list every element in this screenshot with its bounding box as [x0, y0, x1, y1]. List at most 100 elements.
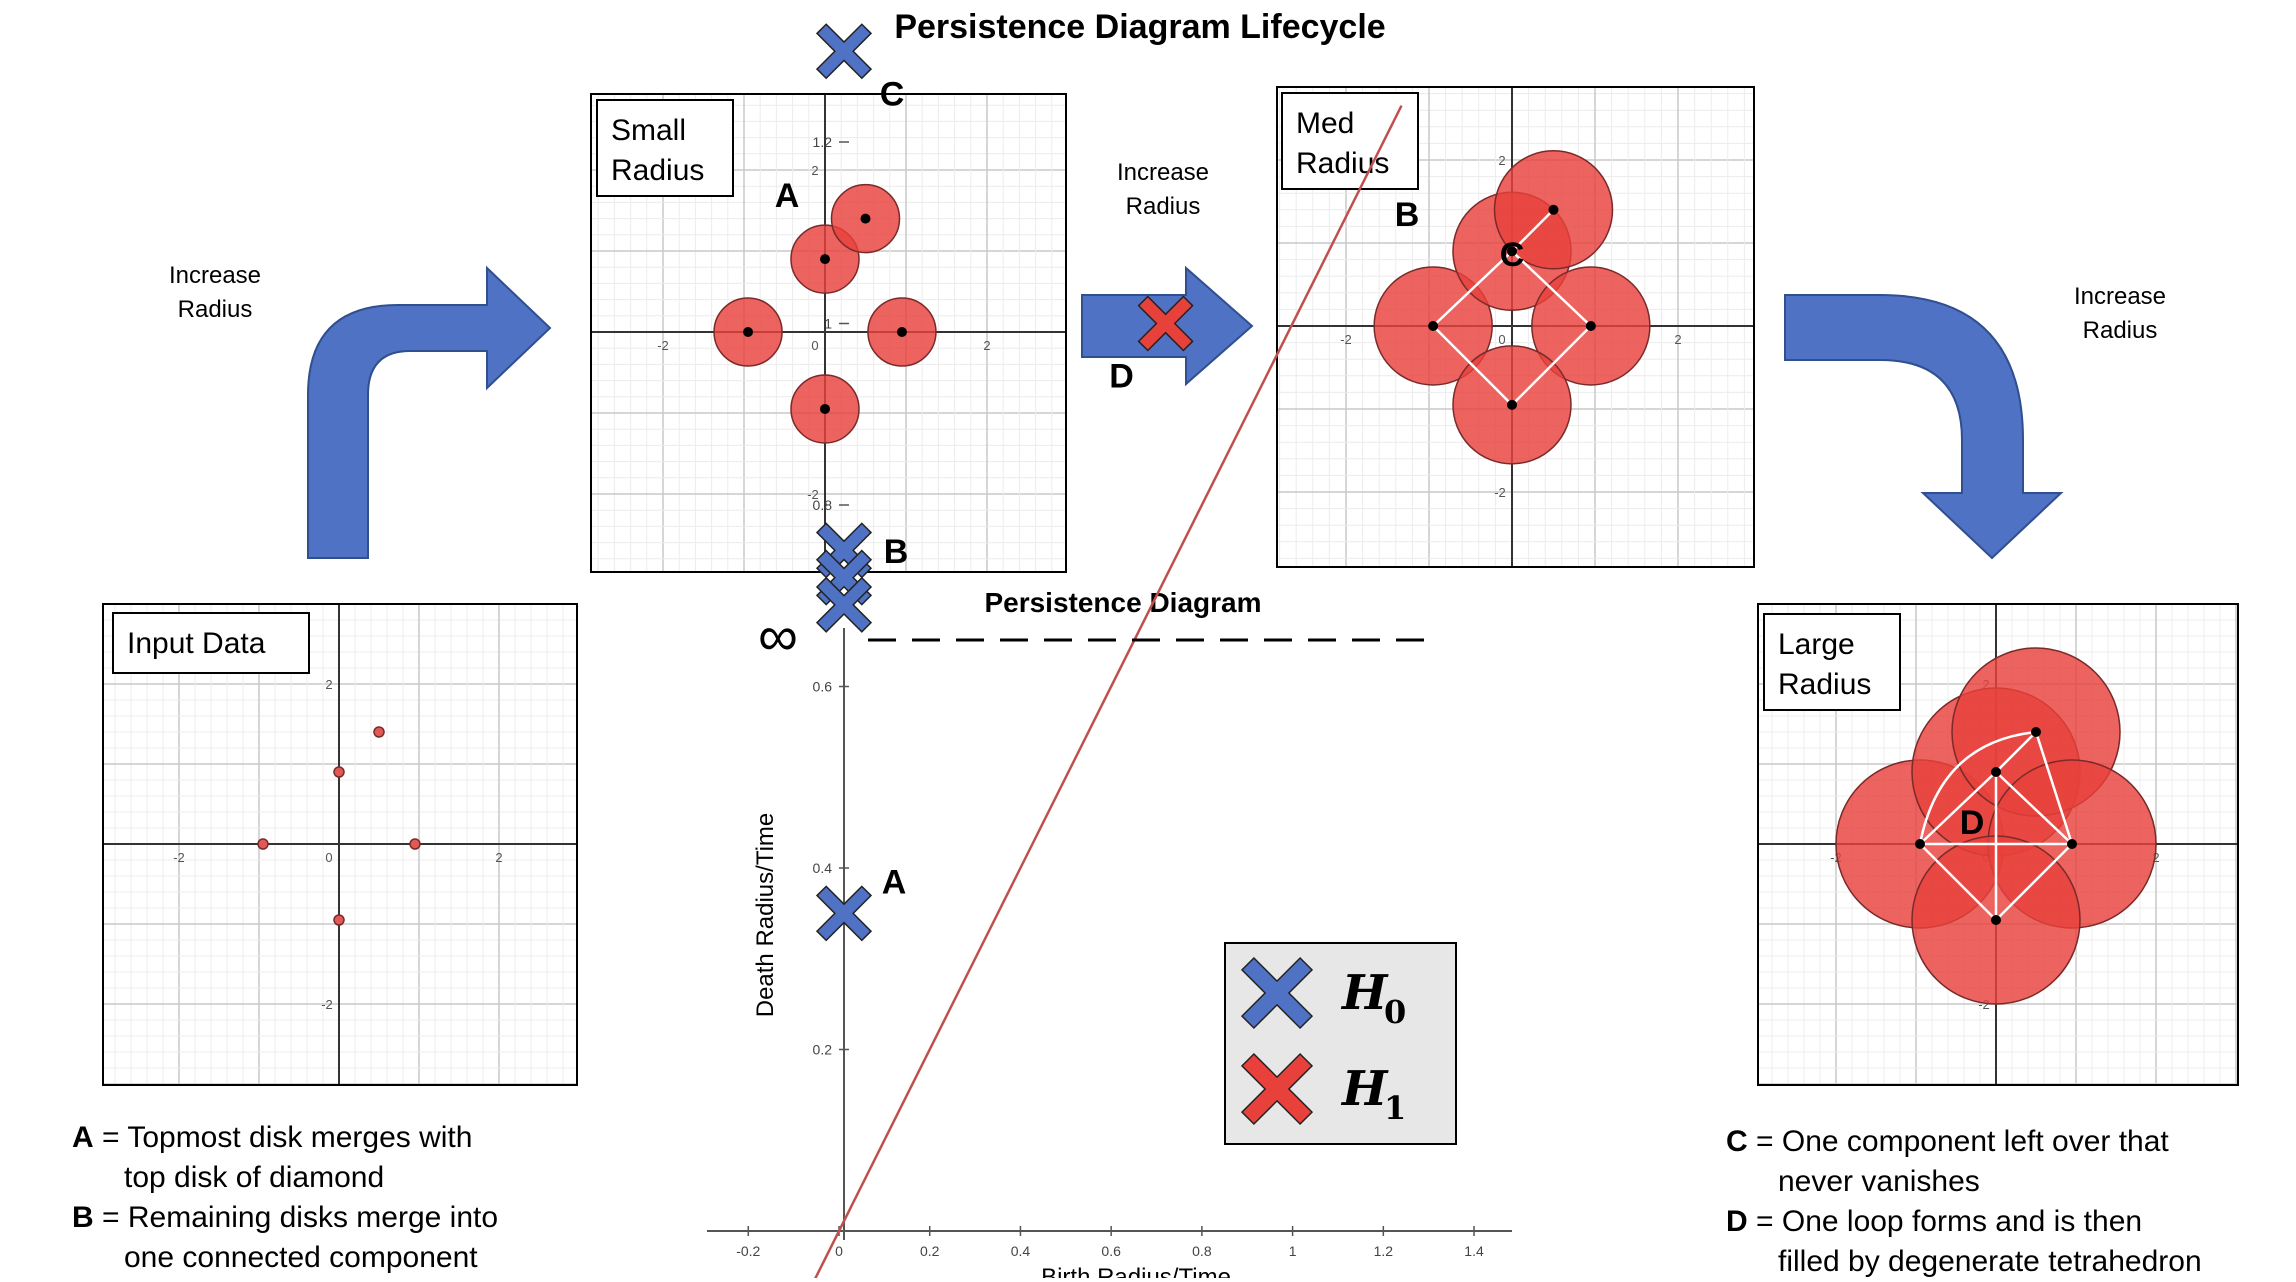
tick-label: 2 [1498, 153, 1505, 168]
simplex-edge [1432, 325, 1513, 406]
panel-border [102, 603, 578, 1086]
data-point [2031, 727, 2041, 737]
legend-label: H [1340, 1061, 1389, 1117]
legend-marker-0 [1240, 956, 1314, 1030]
panel-border [1276, 86, 1755, 568]
tick-label: 0 [811, 338, 818, 353]
pd-x-tick-label: 0 [835, 1243, 843, 1259]
data-point [1428, 321, 1439, 331]
panel-label: Radius [1296, 147, 1389, 180]
tick-label: -2 [1340, 332, 1352, 347]
panel-label: Radius [1778, 668, 1871, 701]
tick-label: 2 [983, 338, 990, 353]
tick-label: -2 [173, 850, 185, 865]
pd-point-h0 [815, 576, 873, 633]
data-point [1991, 915, 2001, 925]
caption-c-text-2: never vanishes [1778, 1165, 1980, 1198]
simplex-edge [1432, 250, 1513, 327]
tick-label: -2 [1978, 997, 1990, 1012]
tick-label: 0 [325, 850, 332, 865]
panel-label: Large [1778, 628, 1855, 661]
caption-left: A = Topmost disk merges with top disk of… [72, 1118, 498, 1278]
simplex-edge [1919, 843, 1997, 921]
simplex-edge [1511, 208, 1555, 253]
simplex-edge [1995, 843, 2073, 921]
tick-label: 2 [811, 163, 818, 178]
data-point [1507, 246, 1517, 257]
svg-text:Increase: Increase [169, 262, 261, 289]
panel-label-box [596, 99, 734, 197]
svg-text:Increase: Increase [1117, 159, 1209, 186]
data-point [1915, 839, 1925, 849]
legend-marker-1 [1240, 1052, 1314, 1126]
pd-point-h1 [1137, 295, 1194, 352]
panel-border [1757, 603, 2239, 1086]
caption-d-key: D [1726, 1205, 1748, 1238]
marker-c: C [1500, 236, 1525, 274]
data-point [896, 327, 907, 337]
caption-right: C = One component left over that never v… [1726, 1122, 2202, 1282]
simplex-edge [1511, 325, 1592, 406]
pd-y-tick-label: 1.2 [813, 134, 833, 150]
pd-x-tick-label: 1.4 [1464, 1243, 1484, 1259]
simplex-edge [1919, 771, 1997, 845]
pd-ylabel: Death Radius/Time [752, 813, 779, 1018]
caption-a-text-2: top disk of diamond [124, 1161, 385, 1194]
panel-label: Input Data [127, 627, 266, 660]
simplex-edge [1995, 731, 2037, 773]
caption-b-text: = Remaining disks merge into [93, 1201, 499, 1234]
tick-label: 2 [2152, 850, 2159, 865]
data-point [333, 914, 345, 926]
caption-b-text-2: one connected component [124, 1241, 478, 1274]
data-point [860, 213, 871, 224]
simplex-edge [1995, 771, 2073, 845]
caption-d-text: = One loop forms and is then [1747, 1205, 2143, 1238]
data-point [2067, 839, 2077, 849]
data-point [820, 254, 830, 265]
pd-point-label: C [880, 75, 905, 113]
pd-y-tick-label: 1 [824, 316, 832, 332]
tick-label: -2 [1494, 485, 1506, 500]
tick-label: -2 [657, 338, 669, 353]
tick-label: -2 [321, 997, 333, 1012]
curved-up-right-arrow [307, 265, 552, 559]
data-point [820, 403, 830, 414]
caption-b-key: B [72, 1201, 94, 1234]
tick-label: 2 [325, 677, 332, 692]
marker-b: B [1395, 196, 1420, 234]
panel-label: Med [1296, 107, 1354, 140]
tick-label: 2 [495, 850, 502, 865]
data-point [1991, 767, 2001, 777]
arrow-label-2: Increase Radius [1117, 159, 1209, 220]
simplex-edge [1511, 250, 1592, 327]
tick-label: -2 [1830, 850, 1842, 865]
tick-label: 0 [1498, 332, 1505, 347]
tick-label: -2 [807, 487, 819, 502]
svg-text:Radius: Radius [178, 296, 253, 323]
data-point [409, 838, 421, 850]
pd-xlabel: Birth Radius/Time [1041, 1264, 1231, 1278]
data-point [1507, 399, 1517, 410]
legend-subscript: 0 [1384, 993, 1406, 1031]
input-data-panel: -2 0 2 -2 2 Input Data [102, 603, 578, 1086]
pd-point-label: B [884, 533, 909, 571]
panel-label-box [1281, 92, 1419, 190]
pd-y-tick-label: 0.6 [813, 679, 833, 695]
arrow-label-3: Increase Radius [2074, 283, 2166, 344]
caption-a-key: A [72, 1121, 94, 1154]
curved-right-down-arrow [1784, 294, 2064, 560]
pd-x-tick-label: 1 [1289, 1243, 1297, 1259]
caption-a-text: = Topmost disk merges with [93, 1121, 473, 1154]
pd-diagonal [814, 105, 1403, 1278]
arrow-label-1: Increase Radius [169, 262, 261, 323]
panel-label-box [112, 612, 310, 674]
legend-subscript: 1 [1384, 1089, 1406, 1127]
pd-infinity-label: ∞ [758, 604, 798, 667]
diagram-title: Persistence Diagram Lifecycle [894, 8, 1385, 46]
panel-label-box [1763, 613, 1901, 711]
caption-d-text-2: filled by degenerate tetrahedron [1778, 1245, 2202, 1278]
